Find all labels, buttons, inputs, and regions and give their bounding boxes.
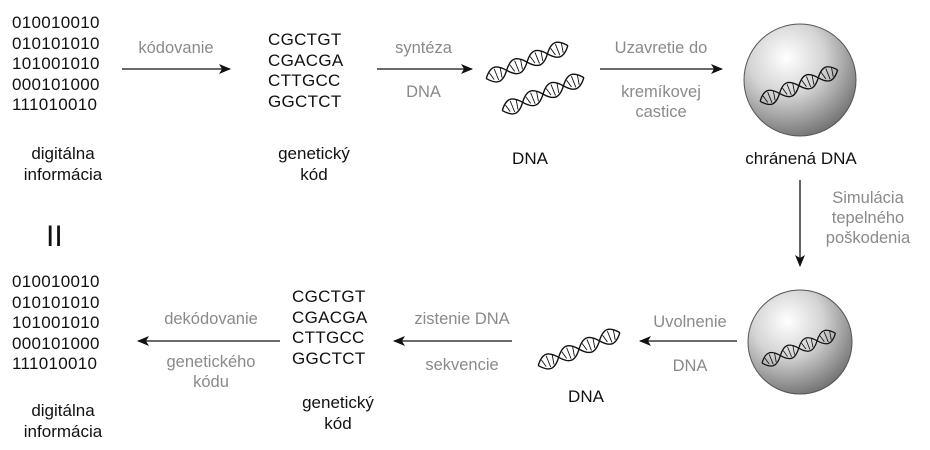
code-line: CTTGCC	[268, 71, 341, 90]
release-label-bottom: DNA	[672, 357, 708, 375]
code-line: GGCTCT	[292, 348, 366, 368]
code-line: CGACGA	[292, 307, 368, 327]
silica-particle-icon	[747, 289, 853, 395]
heat-simulation-label: Simulácia tepelného poškodenia	[825, 189, 911, 247]
binary-line: 000101000	[12, 333, 100, 353]
genetic-code-top: CGCTGT CGACGA CTTGCC GGCTCT	[268, 30, 343, 112]
dna-label-bottom: DNA	[568, 387, 604, 406]
synthesis-label-bottom: DNA	[406, 83, 441, 101]
dna-label-top: DNA	[512, 149, 548, 168]
silica-particle-icon	[743, 23, 857, 137]
binary-line: 101001010	[12, 313, 100, 332]
encapsulation-label-top: Uzavretie do	[614, 39, 708, 57]
binary-line: 010010010	[12, 272, 100, 291]
encapsulation-label-bottom: kremíkovej castice	[621, 83, 701, 121]
binary-data-bottom: 010010010 010101010 101001010 000101000 …	[12, 272, 100, 375]
code-line: GGCTCT	[268, 91, 342, 111]
encoding-label: kódovanie	[138, 39, 214, 57]
dna-helix-icon	[498, 69, 588, 119]
decoding-label-top: dekódovanie	[164, 310, 258, 328]
code-line: CGCTGT	[292, 287, 366, 306]
synthesis-label-top: syntéza	[395, 39, 452, 57]
digital-info-label: digitálna informácia	[23, 144, 103, 184]
binary-line: 010101010	[12, 33, 100, 53]
sequencing-label-bottom: sekvencie	[425, 356, 499, 374]
binary-line: 010010010	[12, 13, 100, 32]
binary-line: 111010010	[12, 354, 98, 373]
digital-info-label-bottom: digitálna informácia	[23, 401, 103, 441]
binary-data-top: 010010010 010101010 101001010 000101000 …	[12, 13, 100, 116]
genetic-code-bottom: CGCTGT CGACGA CTTGCC GGCTCT	[292, 287, 367, 369]
protected-dna-label: chránená DNA	[745, 149, 857, 168]
code-line: CGCTGT	[268, 30, 342, 49]
release-label-top: Uvolnenie	[653, 313, 727, 331]
sequencing-label-top: zistenie DNA	[414, 310, 510, 328]
binary-line: 101001010	[12, 54, 100, 73]
code-line: CGACGA	[268, 50, 344, 70]
equality-symbol: II	[46, 220, 63, 253]
dna-helix-icon	[534, 324, 624, 374]
binary-line: 111010010	[12, 95, 98, 114]
binary-line: 010101010	[12, 292, 100, 312]
genetic-code-label: genetický kód	[278, 144, 350, 184]
dna-helix-icon	[482, 37, 572, 87]
genetic-code-label-bottom: genetický kód	[302, 393, 374, 433]
code-line: CTTGCC	[292, 328, 365, 347]
binary-line: 000101000	[12, 74, 100, 94]
decoding-label-bottom: genetického kódu	[166, 353, 256, 391]
